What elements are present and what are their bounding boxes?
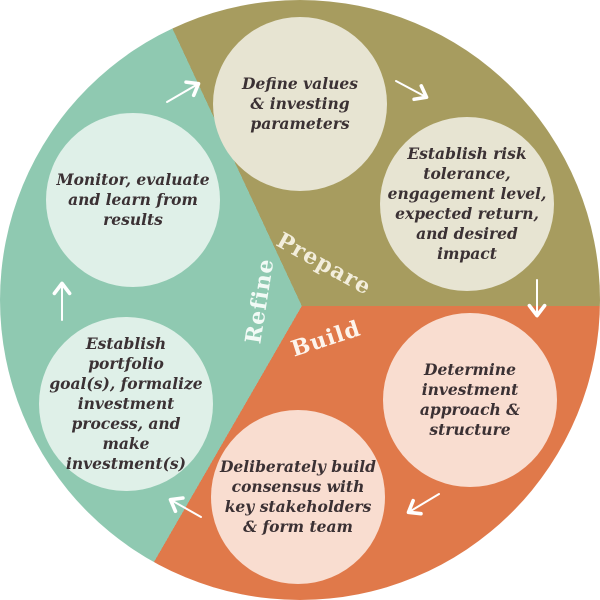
step-circle-monitor-evaluate: Monitor, evaluate and learn from results bbox=[46, 113, 220, 287]
step-text: Determine investment approach & structur… bbox=[419, 359, 521, 440]
step-circle-define-values: Define values & investing parameters bbox=[213, 17, 387, 191]
step-circle-determine-approach: Determine investment approach & structur… bbox=[383, 313, 557, 487]
step-circle-establish-portfolio-goals: Establish portfolio goal(s), formalize i… bbox=[39, 317, 213, 491]
step-circle-establish-risk-tolerance: Establish risk tolerance, engagement lev… bbox=[380, 117, 554, 291]
step-text: Establish risk tolerance, engagement lev… bbox=[387, 143, 547, 264]
step-text: Deliberately build consensus with key st… bbox=[219, 456, 377, 537]
step-text: Monitor, evaluate and learn from results bbox=[56, 169, 210, 230]
step-text: Define values & investing parameters bbox=[242, 73, 358, 134]
step-text: Establish portfolio goal(s), formalize i… bbox=[49, 333, 203, 474]
step-circle-build-consensus: Deliberately build consensus with key st… bbox=[211, 410, 385, 584]
